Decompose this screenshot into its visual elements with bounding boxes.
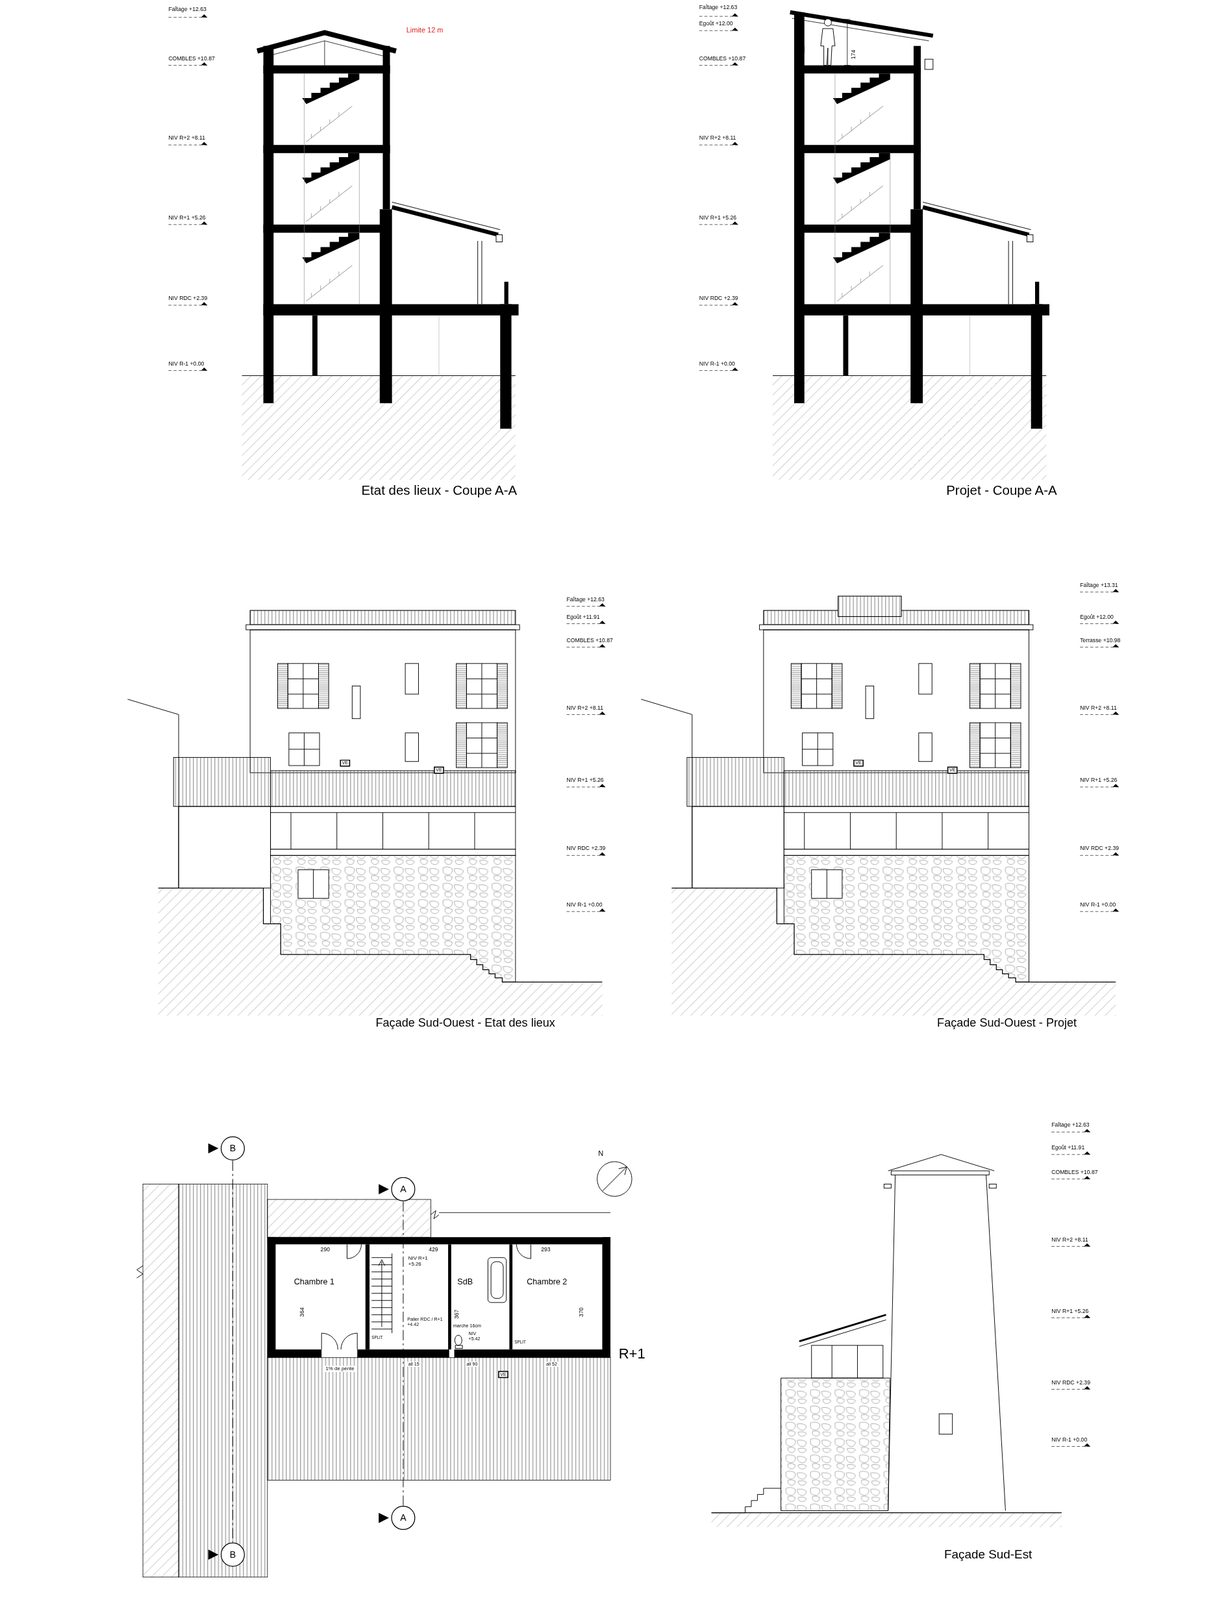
section-marker: B [220, 1542, 246, 1567]
room-name: Chambre 1 [294, 1277, 366, 1287]
level-label: Egoût +12.00 [1079, 613, 1114, 621]
level-label: Faîtage +12.63 [566, 596, 604, 603]
room-area: Chambre 1 [275, 1244, 365, 1350]
level-label: NIV R+2 +8.11 [1051, 1236, 1089, 1243]
level-label: NIV R-1 +0.00 [699, 360, 736, 367]
section-marker: A [390, 1177, 416, 1202]
level-label: COMBLES +10.87 [699, 55, 746, 62]
level-label: NIV R+1 +5.26 [566, 776, 604, 784]
level-label: NIV R+2 +8.11 [699, 135, 737, 142]
marker-letter: A [400, 1183, 406, 1195]
view-title: Etat des lieux - Coupe A-A [361, 483, 517, 499]
marker-letter: A [400, 1512, 406, 1523]
slope-note: 1% de pente [324, 1365, 356, 1372]
stair-note: marche 16cm [453, 1322, 482, 1328]
level-label: NIV R+1 +5.26 [168, 214, 206, 221]
ve-tag: VE [947, 766, 958, 775]
level-label: NIV R+1 +5.26 [1051, 1307, 1089, 1315]
marker-outline [391, 1506, 415, 1530]
marker-letter: B [229, 1142, 236, 1154]
dimension-label: 370 [577, 1307, 585, 1317]
room-name: Chambre 2 [526, 1277, 602, 1287]
dimension-label: 429 [428, 1246, 438, 1253]
level-note: Palier RDC / R+1 +4.42 [407, 1316, 445, 1328]
section-marker: B [220, 1136, 246, 1162]
view-title: Façade Sud-Ouest - Etat des lieux [375, 1016, 555, 1031]
view-title: Façade Sud-Est [944, 1548, 1032, 1564]
marker-outline [391, 1177, 415, 1201]
level-label: Faîtage +12.63 [1051, 1122, 1089, 1129]
level-label: NIV R+2 +8.11 [1079, 704, 1117, 712]
room-area: SdB [451, 1244, 510, 1350]
level-label: NIV RDC +2.39 [1079, 845, 1119, 852]
level-label: NIV RDC +2.39 [699, 294, 739, 302]
ve-tag: VE [433, 766, 445, 775]
level-label: NIV R+1 +5.26 [1079, 776, 1117, 784]
section-marker: A [390, 1505, 416, 1531]
section-line [402, 1201, 404, 1506]
level-label: Faîtage +12.63 [168, 5, 206, 13]
ve-tag: VE [498, 1370, 509, 1378]
level-label: Faîtage +12.63 [699, 3, 738, 11]
level-label: NIV RDC +2.39 [168, 294, 208, 302]
view-title: Projet - Coupe A-A [946, 483, 1057, 499]
section-line [232, 1160, 234, 1543]
level-label: NIV RDC +2.39 [566, 845, 606, 852]
dimension-label: 290 [320, 1246, 330, 1253]
level-label: NIV R+1 +5.26 [699, 214, 737, 221]
level-label: NIV R+2 +8.11 [168, 135, 206, 142]
room-area: Chambre 2 [512, 1244, 602, 1350]
ve-tag: VE [339, 759, 351, 767]
level-label: COMBLES +10.87 [566, 637, 613, 644]
level-label: Egoût +12.00 [699, 20, 734, 27]
room-name: SdB [457, 1277, 510, 1287]
level-label: COMBLES +10.87 [1051, 1168, 1098, 1176]
dimension-label: 174 [850, 50, 857, 60]
level-label: NIV RDC +2.39 [1051, 1379, 1091, 1386]
split-tag: SPLIT [371, 1336, 383, 1341]
split-tag: SPLIT [514, 1340, 526, 1345]
ve-tag: VE [853, 759, 864, 767]
level-label: NIV R-1 +0.00 [1079, 901, 1116, 908]
north-label: N [598, 1149, 604, 1158]
level-label: NIV R-1 +0.00 [1051, 1436, 1088, 1443]
view-title: Façade Sud-Ouest - Projet [937, 1016, 1077, 1031]
dimension-label: 293 [540, 1246, 551, 1253]
level-note: NIV R+1 +5.26 [408, 1255, 439, 1268]
limit-note: Limite 12 m [406, 26, 444, 36]
level-note: NIV +5.42 [468, 1331, 488, 1342]
dimension-label: 367 [453, 1309, 460, 1319]
level-label: COMBLES +10.87 [168, 55, 215, 62]
opening-label: all 90 [465, 1361, 479, 1367]
marker-letter: B [229, 1549, 236, 1560]
level-label: Egoût +11.91 [566, 613, 600, 621]
level-label: NIV R-1 +0.00 [566, 901, 602, 908]
level-label: NIV R-1 +0.00 [168, 360, 204, 367]
marker-outline [220, 1137, 245, 1161]
plan-title: R+1 [618, 1345, 646, 1362]
opening-label: all 15 [407, 1361, 421, 1367]
level-label: Terrasse +10.98 [1079, 637, 1121, 644]
level-label: Faîtage +13.31 [1079, 581, 1118, 589]
marker-outline [220, 1542, 245, 1567]
level-label: Egoût +11.91 [1051, 1144, 1085, 1151]
dimension-label: 364 [299, 1307, 306, 1317]
opening-label: all 52 [544, 1361, 558, 1367]
level-label: NIV R+2 +8.11 [566, 704, 604, 712]
